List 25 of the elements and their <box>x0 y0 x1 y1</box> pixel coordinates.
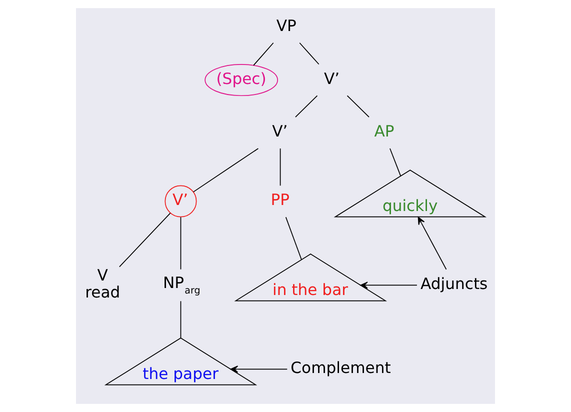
arrow <box>360 282 418 289</box>
connector <box>119 212 171 268</box>
connector <box>192 148 259 192</box>
connector <box>346 95 370 118</box>
node-text: AP <box>374 122 394 141</box>
node-text: V read <box>85 266 120 302</box>
connector <box>285 216 302 260</box>
node-text: PP <box>270 191 290 210</box>
node-text: V’ <box>272 122 288 141</box>
connector <box>280 148 281 186</box>
node-text: Adjuncts <box>420 275 488 294</box>
connector <box>180 216 182 270</box>
arrow <box>230 366 288 373</box>
arrow <box>418 216 447 270</box>
connector <box>253 42 274 66</box>
node-text: VP <box>276 17 296 36</box>
node-text: NP$_{arg}$ <box>163 274 200 297</box>
connector <box>299 42 320 65</box>
node-ellipse: (Spec) <box>204 64 278 96</box>
connector <box>295 95 318 118</box>
node-text: V’ <box>324 70 340 88</box>
connector <box>390 148 402 176</box>
connector <box>180 300 182 338</box>
node-text: Complement <box>290 358 391 377</box>
node-circle: V’ <box>164 185 197 218</box>
